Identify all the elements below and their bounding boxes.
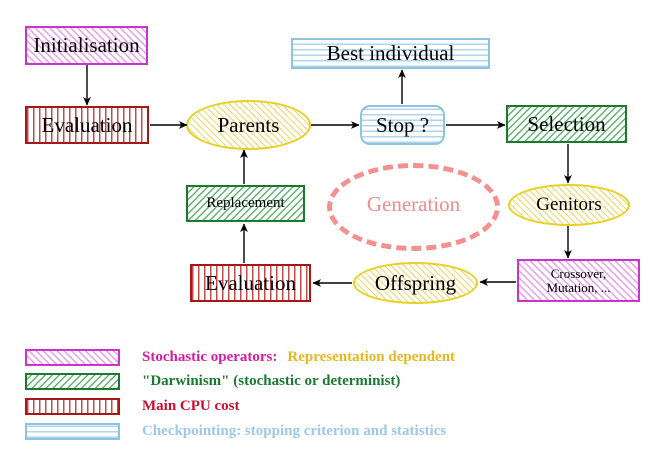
node-evaluation-top[interactable]: Evaluation — [25, 106, 149, 144]
node-selection[interactable]: Selection — [506, 105, 627, 143]
legend-row-checkpointing: Checkpointing: stopping criterion and st… — [25, 422, 645, 440]
node-parents-label: Parents — [217, 112, 280, 137]
node-generation-label: Generation — [366, 192, 461, 216]
legend-label-stochastic-operators-part1: Stochastic operators: — [142, 348, 278, 365]
node-stop-label: Stop ? — [375, 112, 430, 137]
node-crossover-mutation-label-line2: Mutation, ... — [546, 279, 611, 295]
legend-swatch-main-cpu-cost — [25, 397, 120, 415]
legend-swatch-stochastic-operators — [25, 348, 120, 366]
legend-label-main-cpu-cost: Main CPU cost — [142, 397, 240, 414]
node-crossover-mutation[interactable]: Crossover, Mutation, ... — [517, 259, 640, 302]
node-evaluation-bottom-label: Evaluation — [205, 270, 296, 295]
legend-row-main-cpu-cost: Main CPU cost — [25, 397, 645, 415]
node-initialisation[interactable]: Initialisation — [25, 26, 148, 65]
node-generation-outline — [327, 163, 500, 251]
legend-row-darwinism: "Darwinism" (stochastic or determinist) — [25, 372, 645, 390]
legend-swatch-darwinism — [25, 372, 120, 390]
node-crossover-mutation-label-line1: Crossover, — [550, 265, 607, 281]
node-replacement-label: Replacement — [206, 194, 285, 211]
node-evaluation-bottom[interactable]: Evaluation — [190, 264, 311, 302]
legend-label-checkpointing: Checkpointing: stopping criterion and st… — [142, 422, 447, 439]
node-offspring-label: Offspring — [374, 270, 457, 295]
node-evaluation-top-label: Evaluation — [41, 112, 133, 137]
node-initialisation-label: Initialisation — [33, 33, 140, 58]
node-selection-label: Selection — [527, 111, 606, 136]
legend-swatch-checkpointing — [25, 422, 120, 440]
node-best-individual[interactable]: Best individual — [291, 38, 490, 69]
node-parents[interactable]: Parents — [186, 100, 311, 150]
node-stop[interactable]: Stop ? — [360, 105, 445, 145]
legend-row-stochastic-operators: Stochastic operators: Representation depe… — [25, 348, 645, 366]
node-genitors[interactable]: Genitors — [508, 184, 630, 226]
node-genitors-label: Genitors — [536, 194, 602, 216]
legend-label-darwinism: "Darwinism" (stochastic or determinist) — [142, 372, 401, 389]
node-offspring[interactable]: Offspring — [353, 262, 478, 304]
legend-label-stochastic-operators-part2: Representation dependent — [287, 348, 456, 365]
node-replacement[interactable]: Replacement — [186, 185, 305, 222]
legend-label-stochastic-operators: Stochastic operators: Representation depe… — [142, 349, 455, 366]
node-best-individual-label: Best individual — [326, 41, 455, 66]
